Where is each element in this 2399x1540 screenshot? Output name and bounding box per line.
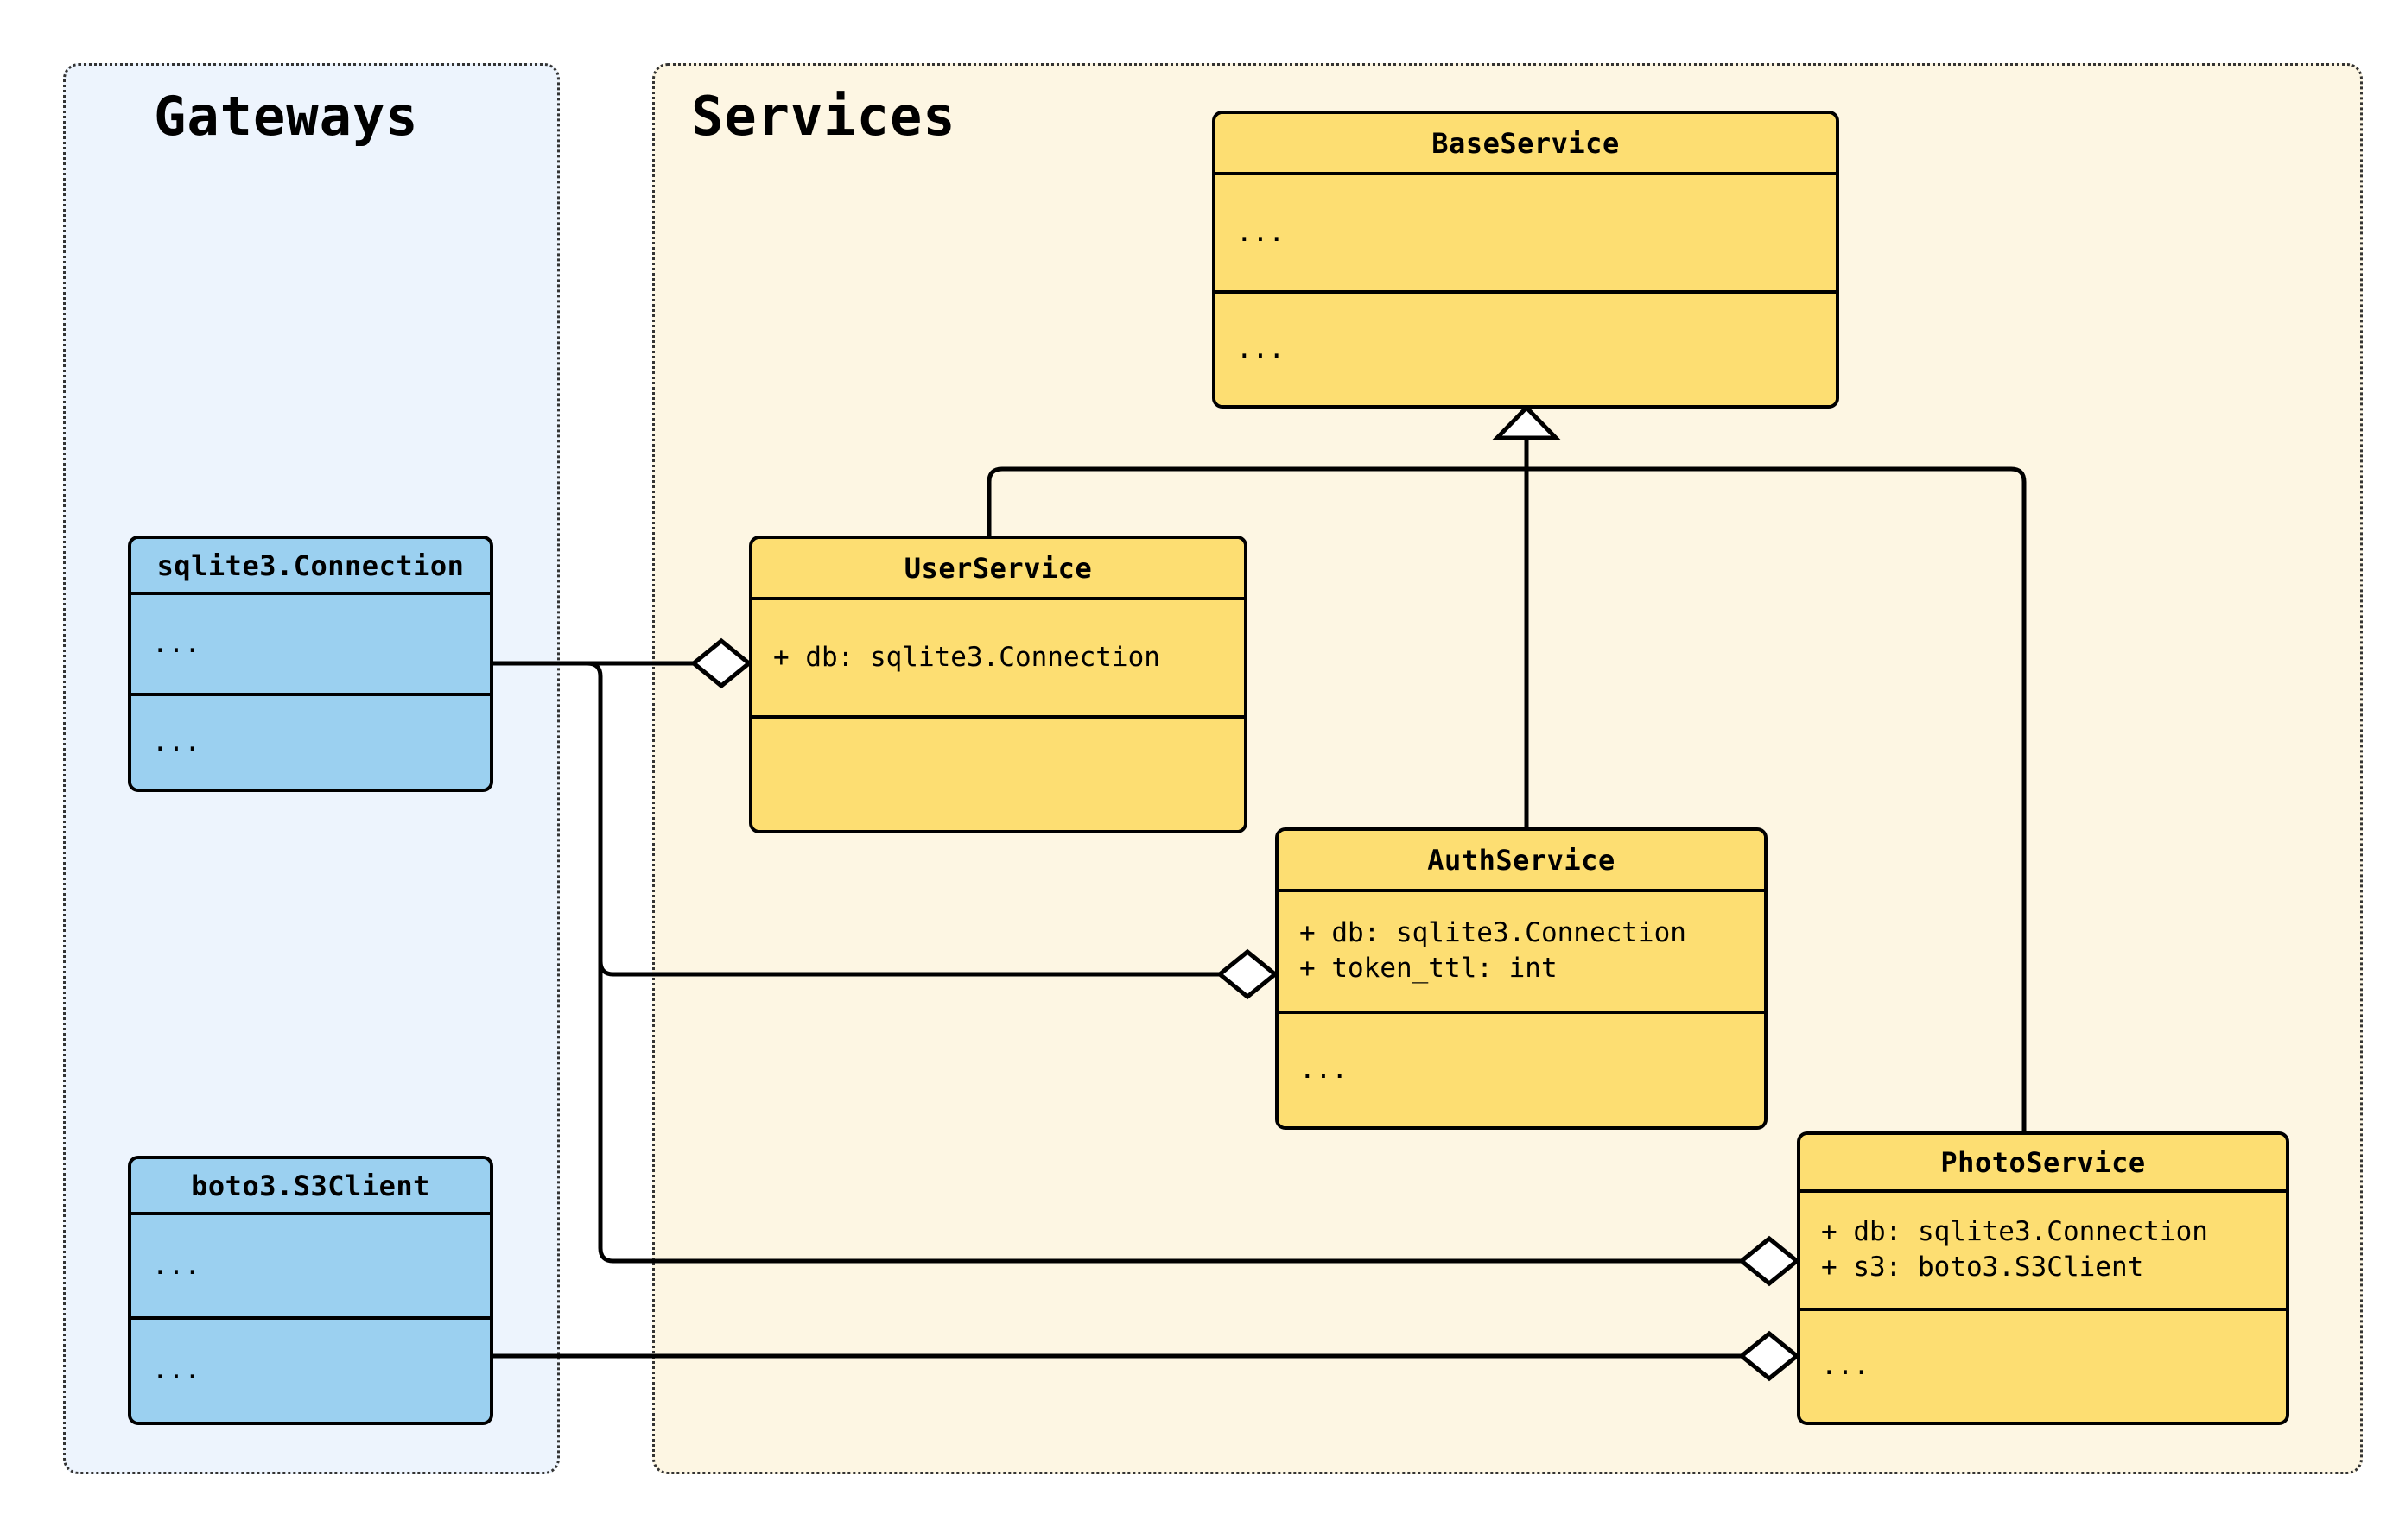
- class-method: ...: [1236, 333, 1285, 364]
- class-method: ...: [152, 726, 200, 757]
- class-attributes-boto3-s3client: ...: [131, 1212, 490, 1316]
- class-attribute: ...: [152, 1249, 200, 1281]
- package-services-title: Services: [691, 85, 956, 148]
- class-box-baseservice[interactable]: BaseService ... ...: [1212, 111, 1839, 409]
- class-methods-baseservice: ...: [1215, 289, 1836, 405]
- class-box-photoservice[interactable]: PhotoService + db: sqlite3.Connection + …: [1797, 1131, 2289, 1425]
- class-box-userservice[interactable]: UserService + db: sqlite3.Connection: [749, 536, 1247, 833]
- class-attribute: + db: sqlite3.Connection: [773, 641, 1160, 673]
- class-method: ...: [1299, 1054, 1348, 1086]
- class-attribute: + token_ttl: int: [1299, 953, 1558, 985]
- class-methods-photoservice: ...: [1800, 1307, 2286, 1422]
- class-attribute: ...: [152, 627, 200, 659]
- class-attribute: ...: [1236, 216, 1285, 248]
- class-box-boto3-s3client[interactable]: boto3.S3Client ... ...: [128, 1156, 493, 1425]
- class-title-baseservice: BaseService: [1215, 114, 1836, 173]
- class-attributes-baseservice: ...: [1215, 172, 1836, 290]
- class-title-authservice: AuthService: [1279, 831, 1764, 890]
- class-attributes-sqlite3-connection: ...: [131, 592, 490, 693]
- class-attribute: + db: sqlite3.Connection: [1299, 917, 1686, 949]
- class-method: ...: [1821, 1350, 1869, 1382]
- class-attribute: + s3: boto3.S3Client: [1821, 1252, 2144, 1283]
- class-title-sqlite3-connection: sqlite3.Connection: [131, 539, 490, 593]
- package-gateways-title: Gateways: [154, 85, 419, 148]
- class-methods-boto3-s3client: ...: [131, 1315, 490, 1422]
- class-title-boto3-s3client: boto3.S3Client: [131, 1159, 490, 1213]
- class-title-userservice: UserService: [752, 539, 1244, 598]
- class-box-sqlite3-connection[interactable]: sqlite3.Connection ... ...: [128, 536, 493, 792]
- class-attributes-userservice: + db: sqlite3.Connection: [752, 597, 1244, 715]
- class-method: ...: [152, 1354, 200, 1386]
- class-methods-sqlite3-connection: ...: [131, 692, 490, 789]
- class-title-photoservice: PhotoService: [1800, 1135, 2286, 1190]
- class-attributes-authservice: + db: sqlite3.Connection + token_ttl: in…: [1279, 889, 1764, 1011]
- class-methods-userservice: [752, 714, 1244, 830]
- class-box-authservice[interactable]: AuthService + db: sqlite3.Connection + t…: [1275, 827, 1768, 1130]
- class-attributes-photoservice: + db: sqlite3.Connection + s3: boto3.S3C…: [1800, 1189, 2286, 1308]
- class-attribute: + db: sqlite3.Connection: [1821, 1216, 2208, 1248]
- class-methods-authservice: ...: [1279, 1010, 1764, 1126]
